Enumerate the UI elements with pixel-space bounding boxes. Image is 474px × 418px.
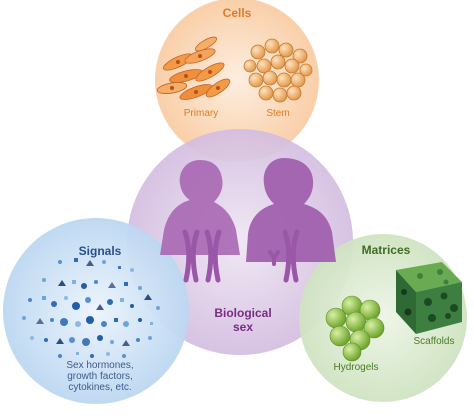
scaffolds-label: Scaffolds xyxy=(413,336,455,347)
primary-cells-label: Primary xyxy=(183,108,219,119)
cells-circle xyxy=(155,0,319,162)
male-silhouette-icon xyxy=(246,158,336,262)
signals-circle xyxy=(3,218,189,404)
signals-caption-line1: Sex hormones, xyxy=(66,360,134,371)
signal-particles-icon xyxy=(22,258,160,358)
stem-cells-label: Stem xyxy=(266,108,290,119)
cells-title: Cells xyxy=(222,6,252,20)
stem-cells-icon xyxy=(243,38,313,103)
signals-caption-line2: growth factors, xyxy=(67,371,133,382)
y-chromosome-icon xyxy=(268,250,280,266)
center-label-line2: sex xyxy=(232,320,254,334)
matrices-title: Matrices xyxy=(361,243,411,257)
hydrogels-label: Hydrogels xyxy=(333,362,379,373)
signals-title: Signals xyxy=(78,244,122,258)
hydrogels-icon xyxy=(325,295,385,362)
x-chromosome-icon-2 xyxy=(204,229,222,283)
x-chromosome-icon xyxy=(182,229,200,283)
signals-caption-line3: cytokines, etc. xyxy=(68,382,132,393)
center-label-line1: Biological xyxy=(214,306,272,320)
primary-cells-icon xyxy=(156,36,231,100)
x-chromosome-icon-3 xyxy=(282,229,300,283)
scaffolds-icon xyxy=(396,262,462,334)
